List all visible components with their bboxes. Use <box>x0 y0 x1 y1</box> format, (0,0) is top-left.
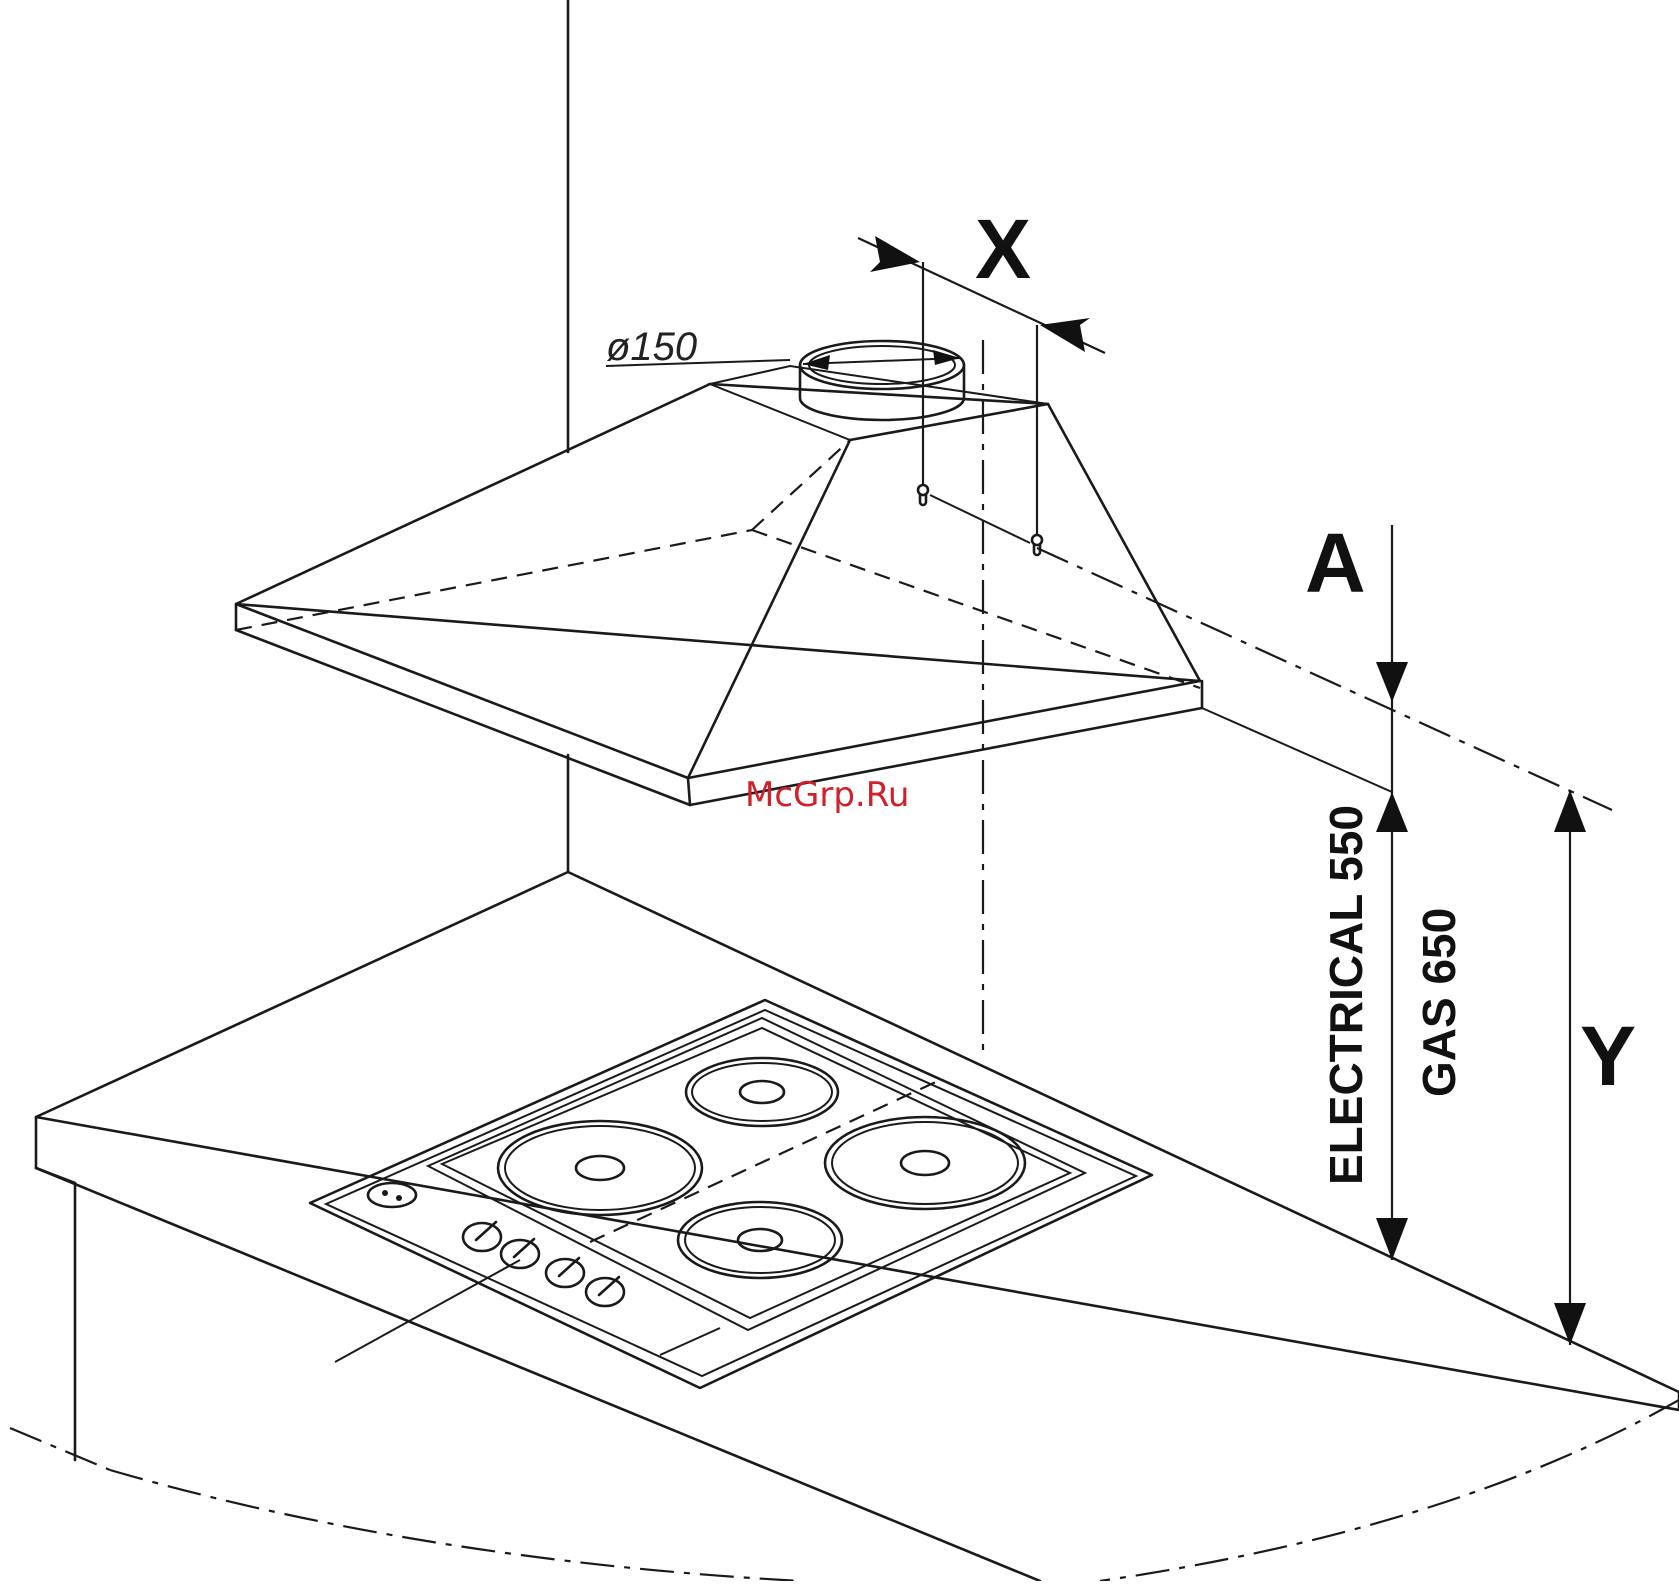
cooker-hood <box>236 341 1202 805</box>
x-label: X <box>975 202 1031 296</box>
keyhole-slots <box>918 485 1042 555</box>
burner-right <box>825 1117 1025 1209</box>
gas-clearance-label: GAS 650 <box>1413 908 1465 1097</box>
watermark: McGrp.Ru <box>745 775 909 815</box>
diameter-label: ø150 <box>606 325 697 369</box>
electrical-clearance-label: ELECTRICAL 550 <box>1320 805 1372 1185</box>
a-label: A <box>1305 516 1366 610</box>
dimension-y: Y <box>1554 790 1636 1345</box>
burner-left <box>498 1121 702 1215</box>
y-label: Y <box>1580 1009 1636 1103</box>
cooktop <box>310 1000 1152 1388</box>
control-knobs <box>463 1222 624 1306</box>
dimension-x: X <box>858 202 1105 535</box>
indicator-lights <box>368 1183 416 1207</box>
hood-bottom-reference-line <box>1202 708 1392 792</box>
burner-back <box>686 1058 838 1126</box>
burner-front <box>678 1202 842 1278</box>
